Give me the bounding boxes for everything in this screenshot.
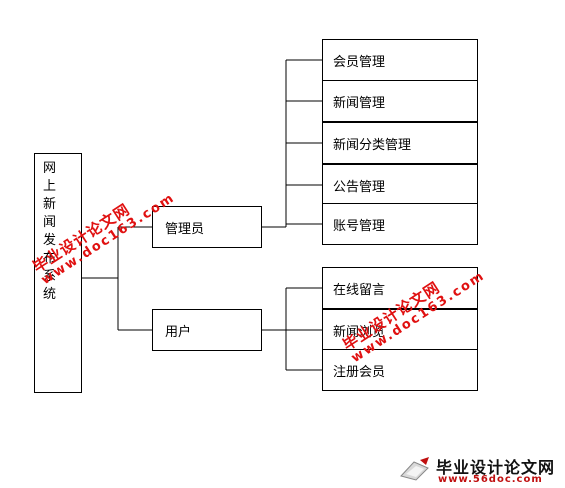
leaf-label: 新闻分类管理 xyxy=(333,137,412,153)
logo-title: 毕业设计论文网 xyxy=(436,458,556,477)
user-node: 用户 xyxy=(152,309,262,351)
user-child-message: 在线留言 xyxy=(322,267,478,309)
leaf-label: 在线留言 xyxy=(333,282,386,298)
user-child-register: 注册会员 xyxy=(322,349,478,391)
leaf-label: 注册会员 xyxy=(333,364,386,380)
leaf-label: 会员管理 xyxy=(333,54,386,70)
admin-child-account: 账号管理 xyxy=(322,203,478,245)
leaf-label: 公告管理 xyxy=(333,179,386,195)
user-label: 用户 xyxy=(165,324,192,340)
site-logo: 毕业设计论文网 www.56doc.com xyxy=(398,452,558,486)
admin-label: 管理员 xyxy=(165,221,205,237)
logo-url: www.56doc.com xyxy=(438,474,543,485)
admin-child-news: 新闻管理 xyxy=(322,80,478,122)
leaf-label: 新闻管理 xyxy=(333,95,386,111)
admin-node: 管理员 xyxy=(152,206,262,248)
logo-icon xyxy=(400,457,429,481)
leaf-label: 账号管理 xyxy=(333,218,386,234)
root-label: 网上新闻发布系统 xyxy=(43,161,57,302)
admin-child-member: 会员管理 xyxy=(322,39,478,81)
admin-child-notice: 公告管理 xyxy=(322,164,478,206)
root-node: 网上新闻发布系统 xyxy=(34,153,82,393)
admin-child-category: 新闻分类管理 xyxy=(322,122,478,164)
leaf-label: 新闻浏览 xyxy=(333,324,386,340)
user-child-browse: 新闻浏览 xyxy=(322,309,478,351)
